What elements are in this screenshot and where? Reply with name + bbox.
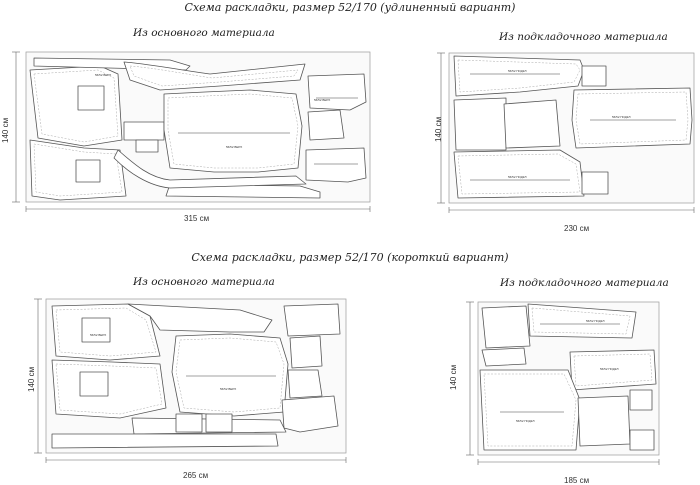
lining-width-short: 185 см bbox=[564, 476, 589, 485]
main-fabric-label-short: Из основного материала bbox=[133, 276, 275, 288]
svg-text:56/52 ПОДКЛ: 56/52 ПОДКЛ bbox=[612, 115, 631, 119]
svg-text:56/52 ПОДКЛ: 56/52 ПОДКЛ bbox=[516, 419, 535, 423]
main-height-short: 140 см bbox=[27, 367, 36, 392]
main-width-short: 265 см bbox=[183, 471, 208, 480]
svg-text:56/52 ПОДКЛ: 56/52 ПОДКЛ bbox=[586, 319, 605, 323]
svg-text:56/52 ВЕРХ: 56/52 ВЕРХ bbox=[220, 387, 236, 391]
svg-text:56/52 ВЕРХ: 56/52 ВЕРХ bbox=[95, 73, 111, 77]
lining-fabric-sheet-long: 56/52 ПОДКЛ 56/52 ПОДКЛ 56/52 ПОДКЛ bbox=[437, 52, 695, 213]
svg-text:56/52 ВЕРХ: 56/52 ВЕРХ bbox=[226, 145, 242, 149]
svg-text:56/52 ПОДКЛ: 56/52 ПОДКЛ bbox=[600, 367, 619, 371]
svg-text:56/52 ВЕРХ: 56/52 ВЕРХ bbox=[314, 98, 330, 102]
main-width-long: 315 см bbox=[184, 214, 209, 223]
layout-title-long: Схема раскладки, размер 52/170 (удлиненн… bbox=[184, 1, 516, 14]
svg-text:56/52 ПОДКЛ: 56/52 ПОДКЛ bbox=[508, 175, 527, 179]
svg-text:56/52 ПОДКЛ: 56/52 ПОДКЛ bbox=[508, 69, 527, 73]
main-fabric-label-long: Из основного материала bbox=[133, 27, 275, 39]
lining-fabric-label-short: Из подкладочного материала bbox=[500, 277, 669, 289]
lining-width-long: 230 см bbox=[564, 224, 589, 233]
main-height-long: 140 см bbox=[1, 118, 10, 143]
layout-title-short: Схема раскладки, размер 52/170 (короткий… bbox=[191, 251, 509, 264]
lining-fabric-sheet-short: 56/52 ПОДКЛ 56/52 ПОДКЛ 56/52 ПОДКЛ bbox=[466, 301, 660, 465]
lining-height-long: 140 см bbox=[434, 117, 443, 142]
svg-text:56/52 ВЕРХ: 56/52 ВЕРХ bbox=[90, 333, 106, 337]
main-fabric-sheet-long: 56/52 ВЕРХ 56/52 ВЕРХ 56/52 ВЕРХ bbox=[12, 51, 371, 212]
lining-fabric-label-long: Из подкладочного материала bbox=[499, 31, 668, 43]
main-fabric-sheet-short: 56/52 ВЕРХ 56/52 ВЕРХ bbox=[34, 298, 347, 463]
lining-height-short: 140 см bbox=[449, 365, 458, 390]
